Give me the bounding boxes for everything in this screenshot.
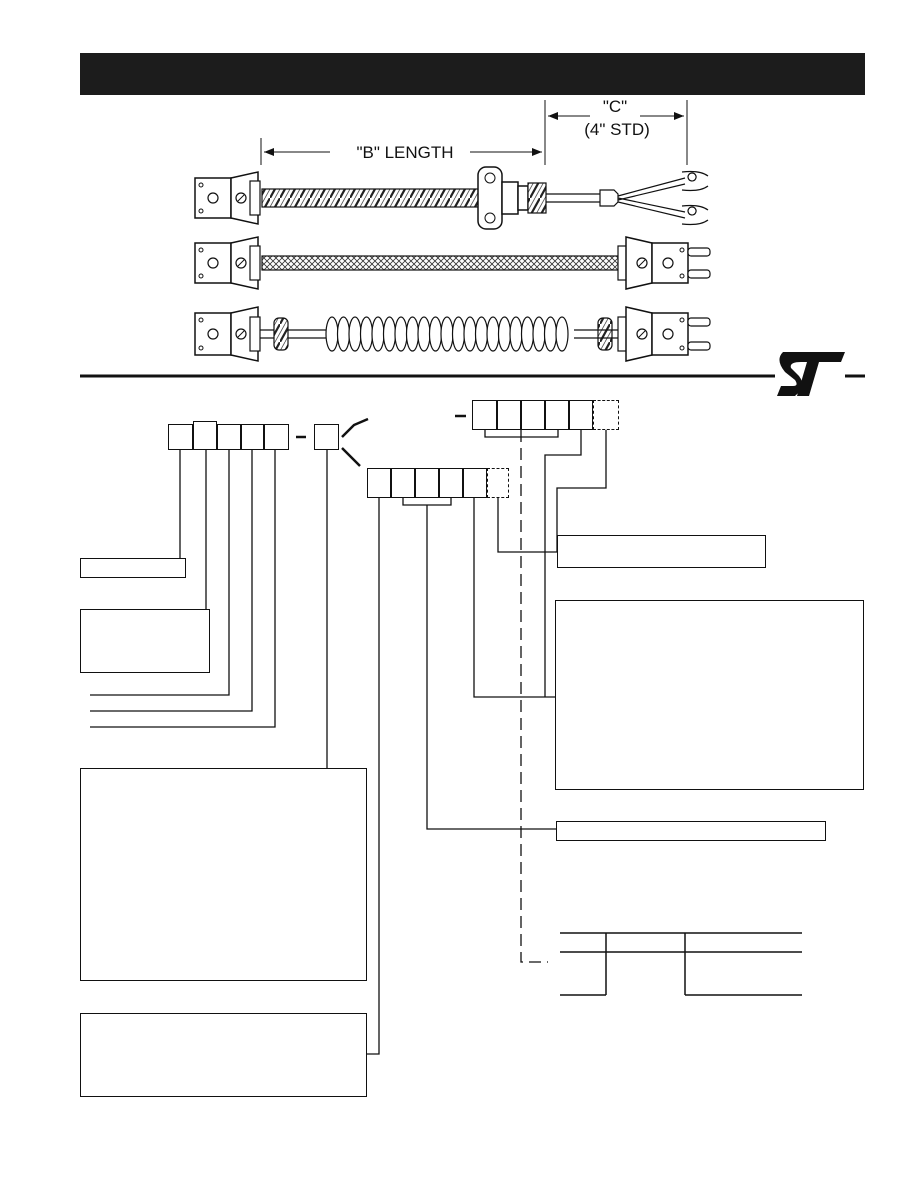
section-divider	[80, 374, 865, 378]
lower-code-cell-5	[463, 468, 487, 498]
code-cell-4	[241, 424, 264, 450]
code-cell-1	[168, 424, 193, 450]
lower-code-cell-3	[415, 468, 439, 498]
upper-code-cell-2	[497, 400, 521, 430]
coil-loop	[371, 316, 385, 352]
upper-code-cell-4	[545, 400, 569, 430]
coil-loop	[325, 316, 339, 352]
dimension-c-lines	[544, 100, 688, 165]
coil-loop	[497, 316, 512, 352]
coil-loop	[474, 316, 489, 352]
coil-loop	[532, 316, 546, 352]
code-cell-5	[264, 424, 289, 450]
code-cell-termination	[314, 424, 339, 450]
company-logo: ST	[775, 350, 847, 398]
desc-box-option-upper	[557, 535, 766, 568]
retractile-coil	[325, 316, 569, 352]
cable-braided-connectors	[194, 236, 711, 290]
cable-illustrations	[194, 100, 711, 362]
coil-loop	[417, 316, 431, 352]
coil-loop	[359, 316, 374, 352]
desc-box-junction	[80, 609, 210, 673]
desc-box-length	[80, 1013, 367, 1097]
cable-coiled-connectors	[194, 306, 711, 362]
lower-code-cell-4	[439, 468, 463, 498]
code-cell-3	[217, 424, 241, 450]
coil-loop	[509, 316, 523, 352]
dimension-b-length: "B" LENGTH	[356, 143, 454, 162]
upper-code-cell-3	[521, 400, 545, 430]
coil-loop	[463, 316, 477, 352]
cable-armored-spade-leads	[194, 166, 709, 230]
coil-loop	[451, 316, 466, 352]
upper-code-cell-optional	[593, 400, 619, 430]
lower-code-cell-2	[391, 468, 415, 498]
coil-loop	[348, 316, 362, 352]
desc-box-connector-options	[555, 600, 864, 790]
dimension-c-label: "C"	[602, 97, 628, 116]
coil-loop	[440, 316, 454, 352]
lower-code-cell-1	[367, 468, 391, 498]
desc-box-cable-type	[556, 821, 826, 841]
coil-loop	[543, 316, 558, 352]
upper-code-cell-1	[472, 400, 497, 430]
coil-loop	[382, 316, 397, 352]
desc-box-type	[80, 558, 186, 578]
options-table	[560, 932, 802, 996]
coil-loop	[405, 316, 420, 352]
st-logo-icon	[777, 352, 845, 396]
coil-loop	[336, 316, 351, 352]
coil-loop	[394, 316, 408, 352]
lower-code-cell-optional	[487, 468, 509, 498]
upper-code-cell-5	[569, 400, 593, 430]
coil-loop	[520, 316, 535, 352]
options-table-grid	[560, 932, 802, 996]
coil-loop	[428, 316, 443, 352]
dimension-b-lines	[260, 138, 542, 165]
desc-box-termination	[80, 768, 367, 981]
coil-loop	[555, 316, 569, 352]
coil-loop	[486, 316, 500, 352]
dimension-c-standard: (4" STD)	[584, 120, 650, 139]
title-bar	[80, 53, 865, 95]
code-cell-2	[193, 421, 217, 450]
